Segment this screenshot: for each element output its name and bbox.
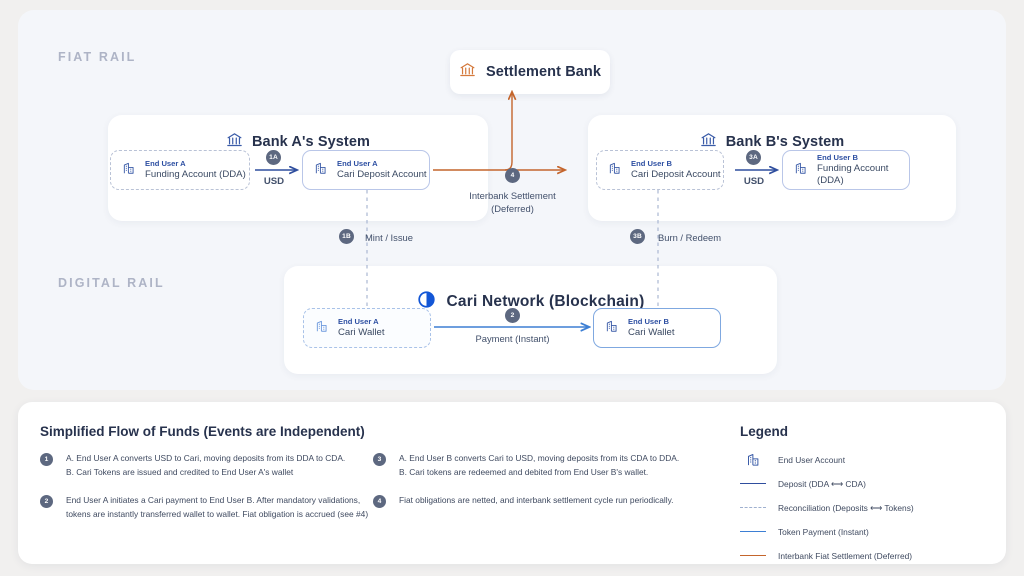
account-box-end-user-a-cari-deposit[interactable]: End User A Cari Deposit Account bbox=[302, 150, 430, 190]
account-name: Cari Deposit Account bbox=[631, 169, 721, 181]
account-owner: End User A bbox=[338, 316, 379, 326]
fiat-rail-label: FIAT RAIL bbox=[58, 50, 137, 64]
building-icon bbox=[605, 319, 619, 338]
digital-rail-label: DIGITAL RAIL bbox=[58, 276, 165, 290]
step-text: A. End User A converts USD to Cari, movi… bbox=[66, 453, 346, 477]
label-payment-instant: Payment (Instant) bbox=[475, 333, 550, 344]
building-icon bbox=[315, 319, 329, 338]
bank-icon bbox=[700, 131, 717, 153]
step-text: Fiat obligations are netted, and interba… bbox=[399, 494, 674, 505]
legend-label: Reconciliation (Deposits ⟷ Tokens) bbox=[778, 502, 914, 513]
account-name: Funding Account (DDA) bbox=[817, 163, 889, 187]
account-owner: End User B bbox=[631, 158, 672, 168]
legend-item-end-user-account: End User Account bbox=[740, 452, 990, 467]
cari-network-title: Cari Network (Blockchain) bbox=[284, 290, 777, 314]
step-badge-2: 2 bbox=[505, 308, 520, 323]
step-number: 4 bbox=[373, 494, 386, 508]
step-text: End User A initiates a Cari payment to E… bbox=[66, 494, 369, 519]
building-icon bbox=[794, 161, 808, 180]
info-card-title: Simplified Flow of Funds (Events are Ind… bbox=[40, 424, 365, 439]
step-number: 3 bbox=[373, 453, 386, 466]
account-name: Cari Wallet bbox=[338, 327, 385, 339]
interbank-line-2: (Deferred) bbox=[491, 202, 534, 214]
account-owner: End User A bbox=[145, 158, 186, 168]
list-item: 3 A. End User B converts Cari to USD, mo… bbox=[373, 452, 703, 480]
step-badge-3b: 3B bbox=[630, 229, 645, 244]
bank-b-title: Bank B's System bbox=[588, 131, 956, 153]
account-box-end-user-b-funding[interactable]: End User B Funding Account (DDA) bbox=[782, 150, 910, 190]
label-burn-redeem: Burn / Redeem bbox=[658, 232, 722, 243]
legend-item-interbank-fiat: Interbank Fiat Settlement (Deferred) bbox=[740, 548, 990, 563]
cari-logo-icon bbox=[417, 290, 436, 314]
account-owner: End User A bbox=[337, 158, 378, 168]
legend-title: Legend bbox=[740, 424, 789, 439]
account-box-end-user-a-cari-wallet[interactable]: End User A Cari Wallet bbox=[303, 308, 431, 348]
step-badge-1a: 1A bbox=[266, 150, 281, 165]
legend-label: Deposit (DDA ⟷ CDA) bbox=[778, 478, 866, 489]
building-icon bbox=[122, 161, 136, 180]
step-badge-1b: 1B bbox=[339, 229, 354, 244]
building-icon bbox=[314, 161, 328, 180]
account-box-end-user-b-cari-deposit[interactable]: End User B Cari Deposit Account bbox=[596, 150, 724, 190]
settlement-bank-node[interactable]: Settlement Bank bbox=[450, 50, 610, 94]
line-reconciliation-icon bbox=[740, 507, 766, 508]
bank-a-title: Bank A's System bbox=[108, 131, 488, 153]
building-icon bbox=[608, 161, 622, 180]
label-bank-b-usd: USD bbox=[743, 176, 765, 187]
account-box-end-user-a-funding[interactable]: End User A Funding Account (DDA) bbox=[110, 150, 250, 190]
list-item: 4 Fiat obligations are netted, and inter… bbox=[373, 494, 703, 508]
flow-steps-left-column: 1 A. End User A converts USD to Cari, mo… bbox=[40, 452, 380, 535]
account-name: Cari Deposit Account bbox=[337, 169, 427, 181]
step-number: 2 bbox=[40, 494, 53, 508]
legend-list: End User Account Deposit (DDA ⟷ CDA) Rec… bbox=[740, 452, 990, 572]
line-deposit-icon bbox=[740, 483, 766, 484]
legend-item-reconciliation: Reconciliation (Deposits ⟷ Tokens) bbox=[740, 500, 990, 515]
step-badge-4: 4 bbox=[505, 168, 520, 183]
list-item: 2 End User A initiates a Cari payment to… bbox=[40, 494, 380, 522]
account-owner: End User B bbox=[628, 316, 669, 326]
step-number: 1 bbox=[40, 453, 53, 466]
label-interbank-settlement: Interbank Settlement (Deferred) bbox=[450, 190, 575, 215]
legend-item-token-payment: Token Payment (Instant) bbox=[740, 524, 990, 539]
legend-item-deposit: Deposit (DDA ⟷ CDA) bbox=[740, 476, 990, 491]
account-box-end-user-b-cari-wallet[interactable]: End User B Cari Wallet bbox=[593, 308, 721, 348]
legend-label: End User Account bbox=[778, 454, 846, 465]
bank-icon bbox=[226, 131, 243, 153]
building-icon bbox=[740, 452, 766, 467]
account-name: Funding Account (DDA) bbox=[145, 169, 246, 181]
legend-label: Token Payment (Instant) bbox=[778, 526, 869, 537]
interbank-line-1: Interbank Settlement bbox=[469, 190, 556, 201]
line-interbank-fiat-icon bbox=[740, 555, 766, 556]
account-name: Cari Wallet bbox=[628, 327, 675, 339]
line-token-payment-icon bbox=[740, 531, 766, 532]
label-bank-a-usd: USD bbox=[263, 176, 285, 187]
flow-steps-right-column: 3 A. End User B converts Cari to USD, mo… bbox=[373, 452, 703, 522]
list-item: 1 A. End User A converts USD to Cari, mo… bbox=[40, 452, 380, 480]
legend-label: Interbank Fiat Settlement (Deferred) bbox=[778, 550, 913, 561]
bank-icon bbox=[459, 61, 476, 83]
account-owner: End User B bbox=[817, 152, 858, 162]
label-mint-issue: Mint / Issue bbox=[365, 232, 413, 243]
info-card: Simplified Flow of Funds (Events are Ind… bbox=[18, 402, 1006, 564]
step-badge-3a: 3A bbox=[746, 150, 761, 165]
step-text: A. End User B converts Cari to USD, movi… bbox=[399, 453, 680, 477]
